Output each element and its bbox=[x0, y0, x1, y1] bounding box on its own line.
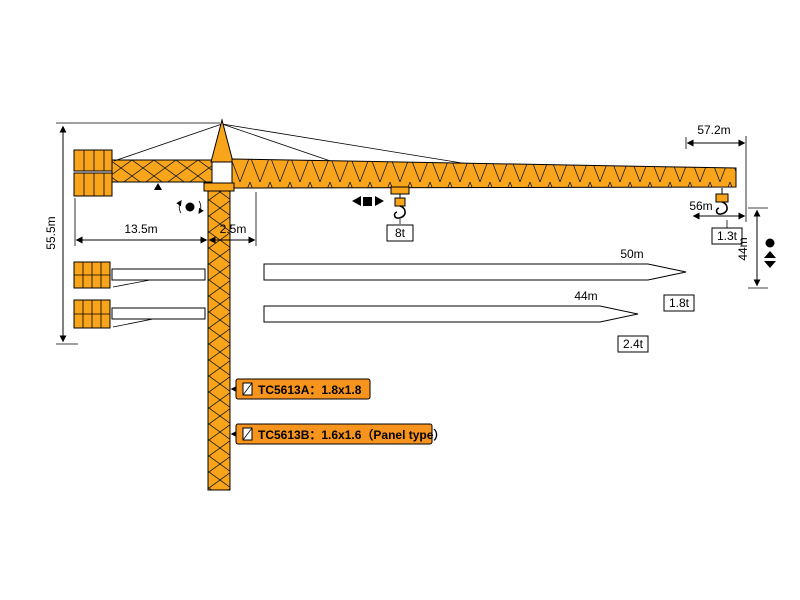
tip-load-50m-label: 1.8t bbox=[669, 296, 690, 310]
tip-hook-icon bbox=[715, 201, 728, 215]
tip-radius-label: 56m bbox=[689, 199, 712, 213]
jib-option-44m: 44m 2.4t bbox=[263, 289, 649, 353]
max-load-label: 8t bbox=[395, 226, 406, 240]
dimension-hook-height: 44m bbox=[736, 207, 776, 289]
jib-root-offset-label: 2.5m bbox=[220, 222, 247, 236]
counter-jib-length-label: 13.5m bbox=[124, 222, 157, 236]
tip-load-44m-label: 2.4t bbox=[623, 337, 644, 351]
jib-44m-label: 44m bbox=[574, 289, 597, 303]
dimension-tower-height: 55.5m bbox=[44, 122, 220, 345]
tip-hook: 56m 1.3t bbox=[689, 136, 747, 245]
ballast-option-2 bbox=[73, 299, 206, 329]
model-b-label: TC5613B：1.6x1.6（Panel type） bbox=[258, 427, 445, 442]
trolley-left-arrow-icon bbox=[352, 196, 361, 206]
main-jib bbox=[231, 158, 737, 189]
trolley-hook-mid: 8t bbox=[352, 186, 414, 242]
tower-height-label: 55.5m bbox=[44, 216, 58, 249]
counterjib-marker bbox=[154, 183, 162, 190]
hook-icon bbox=[393, 205, 406, 219]
counterweight-blocks bbox=[73, 149, 113, 197]
ballast-option-1 bbox=[73, 261, 206, 289]
hook-height-label: 44m bbox=[736, 237, 750, 260]
jib-option-50m: 50m 1.8t bbox=[263, 247, 695, 312]
hoist-icon bbox=[765, 238, 775, 248]
mast-section-model-b: TC5613B：1.6x1.6（Panel type） bbox=[230, 423, 445, 445]
tower-mast bbox=[203, 182, 235, 491]
trolley-icon bbox=[363, 197, 372, 206]
rotation-icon bbox=[176, 200, 204, 214]
mast-section-model-a: TC5613A：1.8x1.8 bbox=[230, 378, 371, 400]
dimension-counter-jib: 13.5m 2.5m bbox=[74, 192, 257, 246]
counter-jib bbox=[111, 159, 213, 190]
trolley-right-arrow-icon bbox=[375, 196, 384, 206]
jib-50m-label: 50m bbox=[620, 247, 643, 261]
tower-cap bbox=[113, 118, 506, 171]
jib-total-label: 57.2m bbox=[697, 123, 730, 137]
model-a-label: TC5613A：1.8x1.8 bbox=[258, 383, 362, 397]
tip-load-57m-label: 1.3t bbox=[717, 229, 738, 243]
dimension-jib-total: 57.2m bbox=[685, 123, 746, 149]
